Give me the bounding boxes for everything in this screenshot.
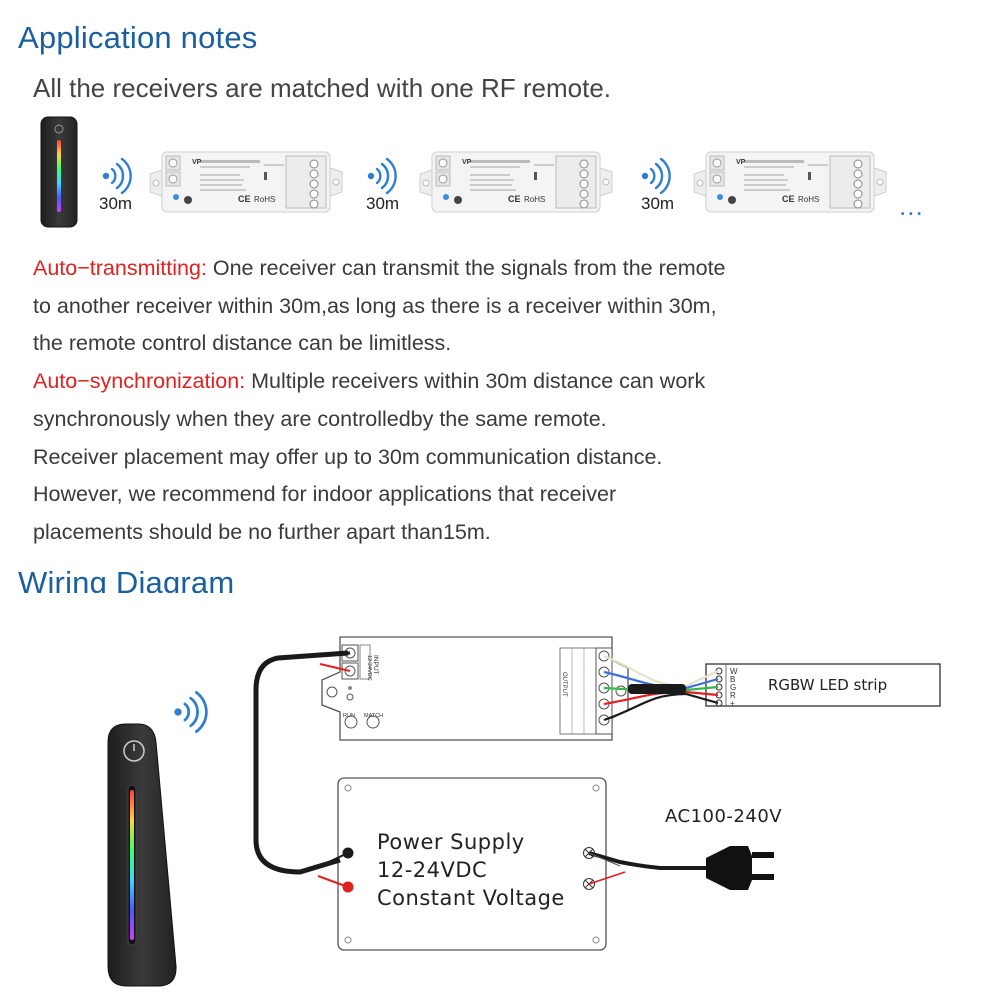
strip-pin-label: B — [730, 675, 735, 684]
notes-block: Auto−transmitting: One receiver can tran… — [33, 250, 953, 552]
ce-mark: CE — [238, 194, 251, 204]
strip-pin-label: G — [730, 683, 736, 692]
led-controller: INPUT 12-24VDC RUN MATCH OUTPUT — [321, 636, 629, 741]
auto-sync-line-1: Auto−synchronization: Multiple receivers… — [33, 363, 953, 401]
auto-sync-text: Multiple receivers within 30m distance c… — [245, 369, 706, 394]
power-supply-label: Power Supply 12-24VDC Constant Voltage — [377, 828, 565, 912]
distance-label: 30m — [641, 194, 675, 213]
match-label: MATCH — [364, 713, 383, 719]
auto-transmitting-line-1: Auto−transmitting: One receiver can tran… — [33, 250, 953, 288]
receiver-controller: VP CE RoHS — [693, 151, 887, 213]
receiver-brand: VP — [736, 159, 746, 166]
receiver-brand: VP — [192, 159, 202, 166]
ac-plug — [588, 846, 774, 890]
intro-text: All the receivers are matched with one R… — [33, 73, 612, 103]
power-supply-line-3: Constant Voltage — [377, 886, 565, 910]
wireless-signal-icon — [172, 691, 208, 733]
auto-transmitting-label: Auto−transmitting: — [33, 256, 207, 280]
more-receivers-ellipsis: ... — [899, 191, 924, 221]
placement-line-3: placements should be no further apart th… — [33, 519, 491, 544]
output-wires — [603, 654, 719, 722]
rohs-mark: RoHS — [524, 195, 545, 204]
controller-input-voltage: 12-24VDC — [366, 655, 372, 681]
wireless-signal-icon — [640, 157, 671, 195]
distance-label: 30m — [99, 194, 133, 213]
rf-remote — [40, 116, 78, 228]
auto-transmitting-line-3: the remote control distance can be limit… — [33, 331, 452, 356]
auto-transmitting-line-2: to another receiver within 30m,as long a… — [33, 293, 717, 318]
wireless-signal-icon — [366, 157, 397, 195]
placement-line-2: However, we recommend for indoor applica… — [33, 482, 617, 507]
wireless-signal-icon — [101, 157, 132, 195]
rohs-mark: RoHS — [254, 195, 275, 204]
auto-transmitting-text: One receiver can transmit the signals fr… — [206, 256, 726, 280]
strip-pin-label: W — [730, 667, 738, 676]
strip-pin-label: + — [730, 699, 735, 708]
placement-line-1: Receiver placement may offer up to 30m c… — [33, 444, 663, 469]
strip-pin-label: R — [730, 691, 736, 700]
controller-input-label: INPUT — [372, 655, 379, 675]
receiver-controller: VP CE RoHS — [419, 151, 613, 213]
distance-label: 30m — [366, 194, 400, 213]
power-icon — [123, 740, 145, 762]
power-supply — [337, 777, 607, 951]
auto-sync-line-2: synchronously when they are controlledby… — [33, 406, 607, 431]
receiver-brand: VP — [462, 159, 472, 166]
rf-remote-large — [107, 723, 177, 987]
led-strip-label: RGBW LED strip — [768, 676, 888, 694]
controller-output-label: OUTPUT — [561, 672, 567, 697]
ac-voltage-label: AC100-240V — [665, 806, 783, 827]
run-label: RUN — [343, 713, 355, 719]
rgbw-led-strip: W B G R + — [705, 663, 941, 708]
wiring-diagram-heading: Wiring Diagram — [18, 565, 235, 593]
receiver-controller: VP CE RoHS — [149, 151, 343, 213]
power-supply-line-2: 12-24VDC — [377, 858, 488, 882]
dc-wires — [253, 650, 351, 888]
auto-sync-label: Auto−synchronization: — [33, 369, 246, 394]
ce-mark: CE — [782, 194, 795, 204]
rohs-mark: RoHS — [798, 195, 819, 204]
application-notes-heading: Application notes — [18, 20, 258, 55]
ce-mark: CE — [508, 194, 521, 204]
power-supply-line-1: Power Supply — [377, 830, 525, 854]
